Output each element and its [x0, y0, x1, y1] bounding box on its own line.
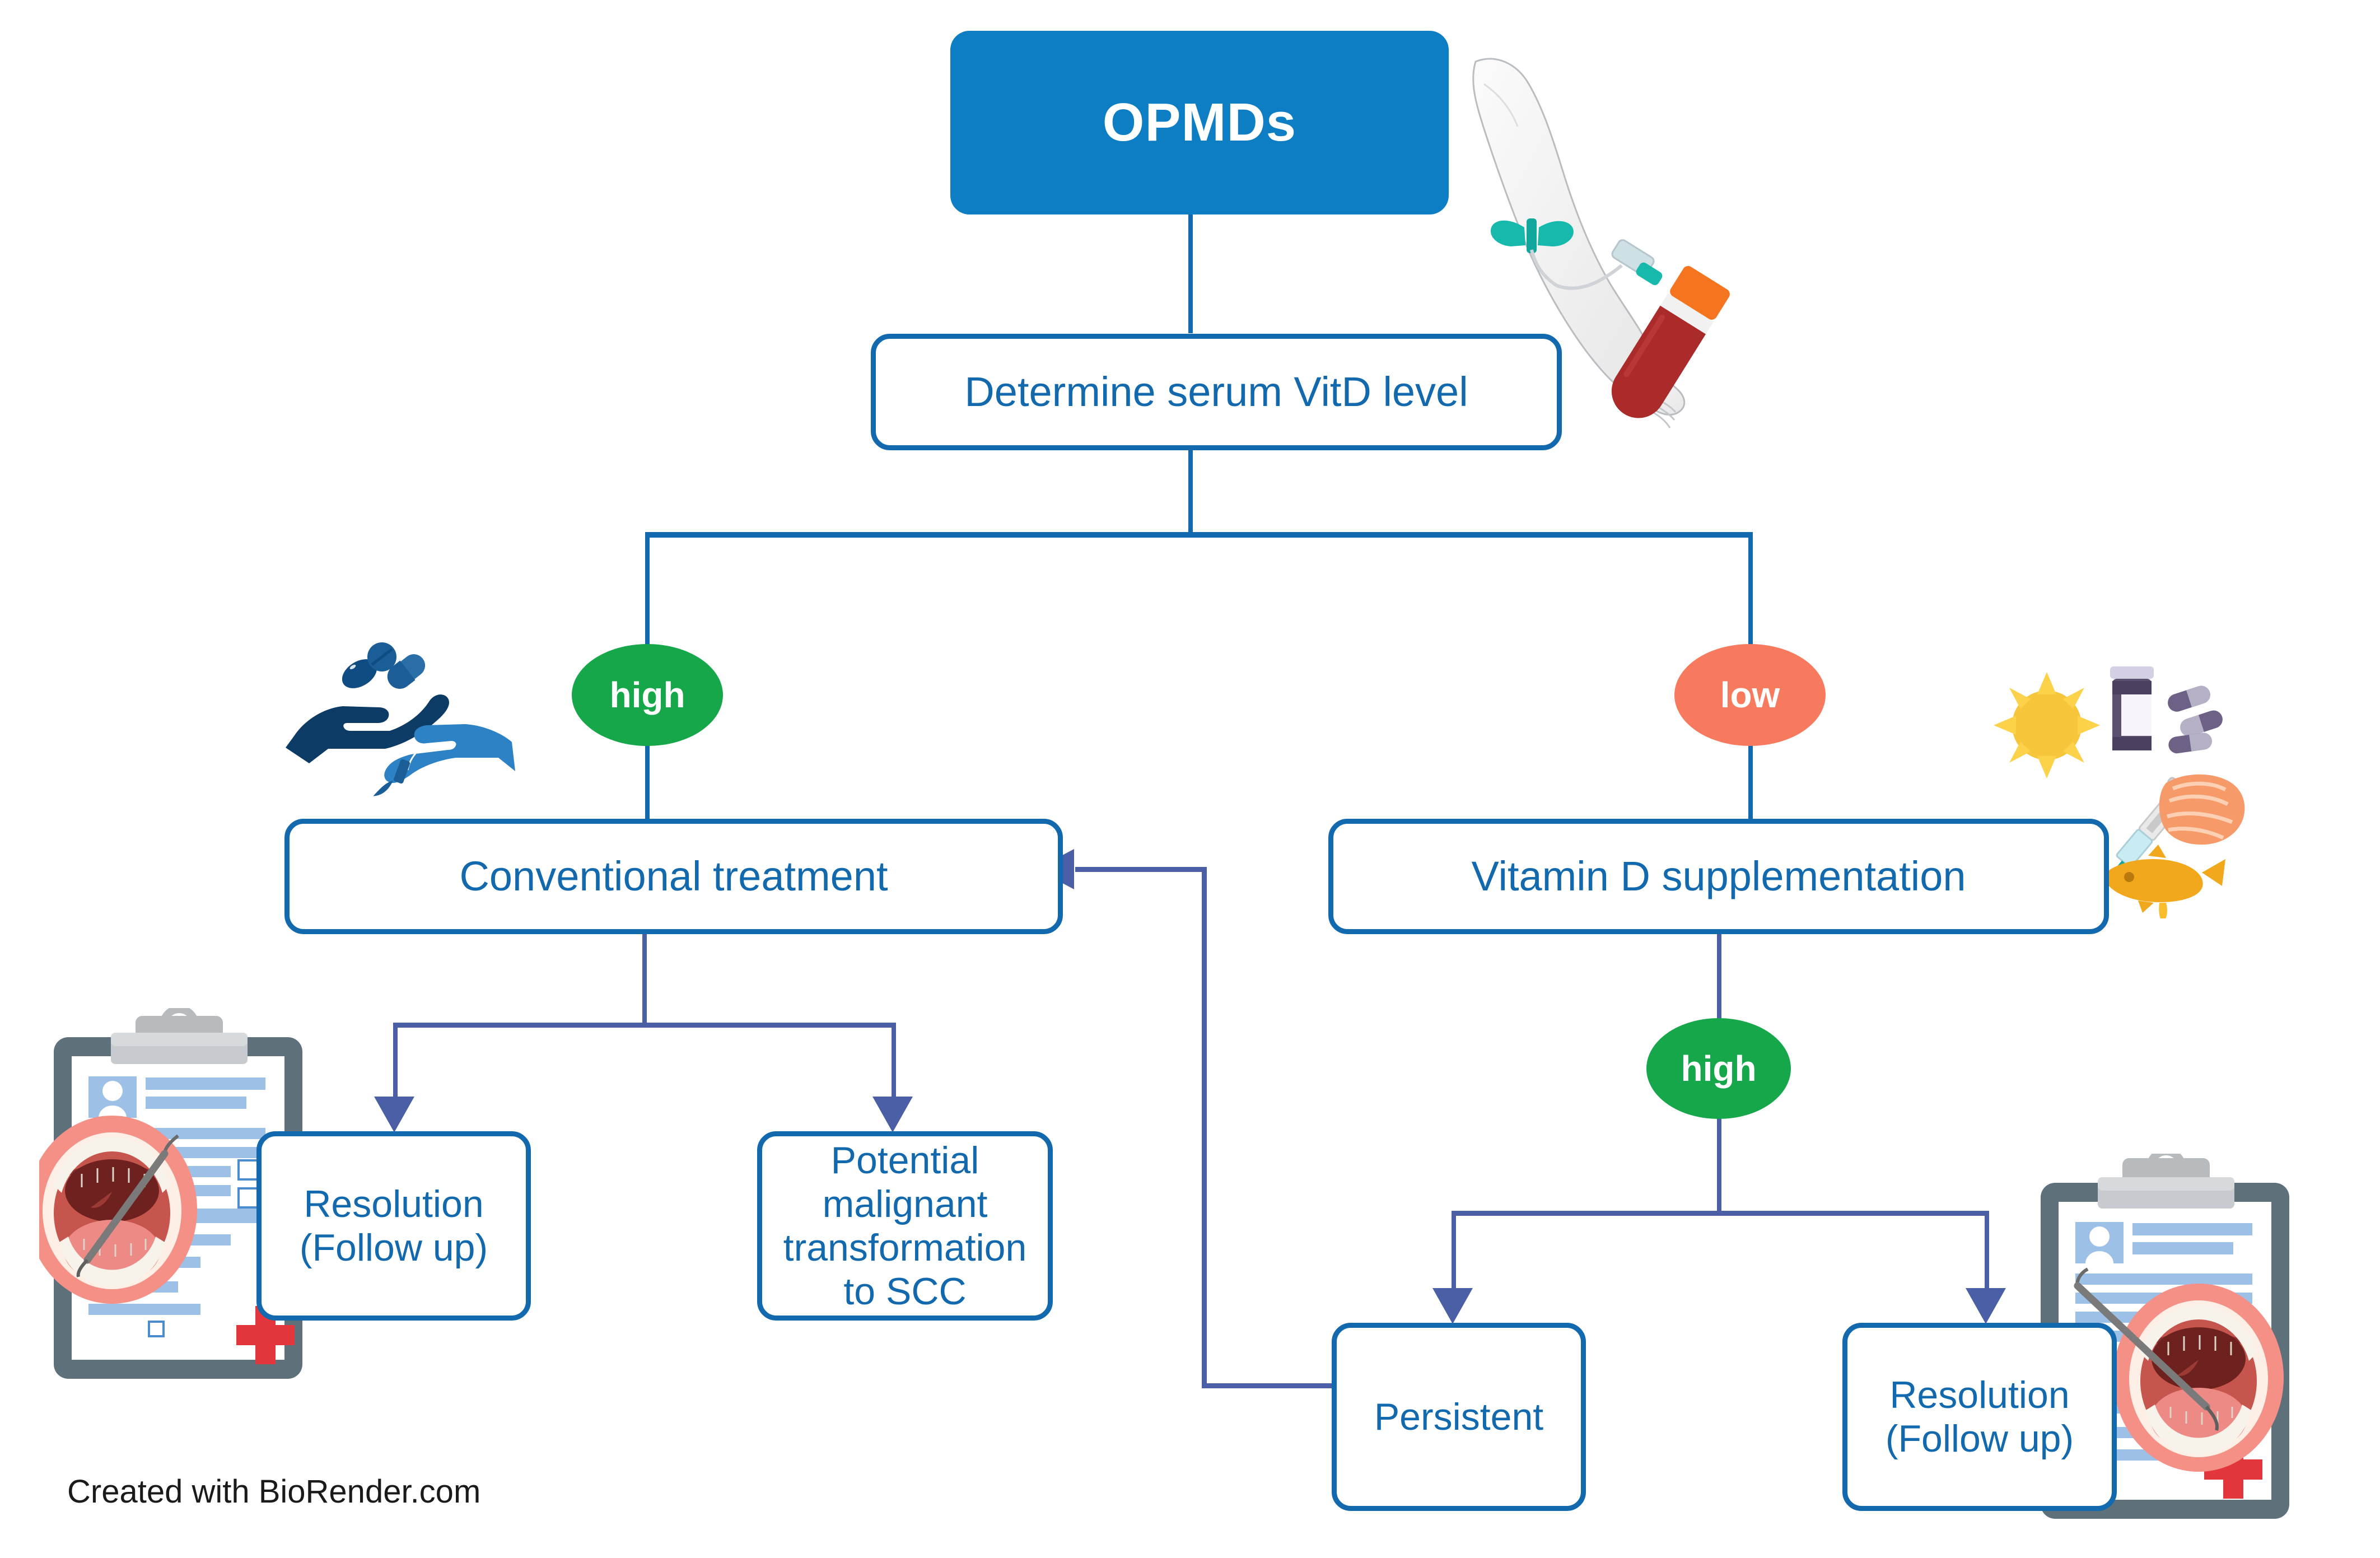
node-potential-malignant-transformation[interactable]: Potential malignant transformation to SC…: [757, 1131, 1053, 1321]
badge-high-label: high: [609, 675, 685, 715]
resolution-left-line1: Resolution: [304, 1182, 484, 1225]
connector-split-bar: [645, 532, 1753, 538]
node-resolution-left[interactable]: Resolution (Follow up): [256, 1131, 531, 1321]
connector-split-left-down: [645, 532, 650, 661]
connector-high2-branch-bar: [1452, 1211, 1989, 1216]
connector-opmds-to-determine: [1188, 213, 1193, 333]
malignant-line2: malignant: [822, 1182, 988, 1225]
badge-high-vitd[interactable]: high: [572, 644, 723, 746]
biorender-credit: Created with BioRender.com: [67, 1473, 481, 1510]
malignant-line4: to SCC: [843, 1270, 967, 1313]
connector-split-right-down: [1748, 532, 1753, 661]
node-persistent[interactable]: Persistent: [1332, 1323, 1586, 1511]
connector-low-to-supplementation: [1748, 745, 1753, 823]
connector-to-malignant: [892, 1023, 896, 1102]
feedback-vertical: [1202, 867, 1207, 1388]
feedback-horizontal-to-conventional: [1075, 867, 1205, 872]
badge-low-vitd[interactable]: low: [1674, 644, 1826, 746]
node-determine-label: Determine serum VitD level: [964, 368, 1468, 415]
feedback-persistent-left: [1202, 1383, 1334, 1388]
badge-high-after-supplementation[interactable]: high: [1646, 1018, 1791, 1119]
connector-determine-down: [1188, 449, 1193, 534]
malignant-line3: transformation: [783, 1226, 1027, 1269]
badge-low-label: low: [1720, 675, 1780, 715]
connector-conventional-down: [642, 933, 647, 1025]
node-resolution-right[interactable]: Resolution (Follow up): [1842, 1323, 2117, 1511]
connector-to-resolution-left: [393, 1023, 398, 1102]
badge-high2-label: high: [1681, 1048, 1757, 1089]
resolution-right-line2: (Follow up): [1885, 1417, 2074, 1460]
node-opmds[interactable]: OPMDs: [950, 31, 1449, 214]
connector-high-to-conventional: [645, 745, 650, 823]
dental-clipboard-open-mouth-icon: [39, 1008, 302, 1379]
resolution-left-line2: (Follow up): [299, 1226, 488, 1269]
node-conventional-treatment[interactable]: Conventional treatment: [284, 819, 1063, 934]
node-conventional-label: Conventional treatment: [459, 852, 888, 899]
connector-high2-down: [1717, 1118, 1721, 1213]
persistent-label: Persistent: [1374, 1395, 1544, 1438]
resolution-right-line1: Resolution: [1889, 1373, 2070, 1416]
connector-supplementation-to-high2: [1717, 933, 1721, 1030]
connector-conventional-branch-bar: [393, 1023, 896, 1028]
node-supplementation-label: Vitamin D supplementation: [1471, 852, 1966, 899]
connector-to-resolution-right: [1985, 1211, 1989, 1294]
blood-draw-arm-icon: [1472, 58, 1730, 428]
malignant-line1: Potential: [830, 1139, 979, 1182]
node-opmds-label: OPMDs: [1102, 92, 1297, 152]
node-determine-serum-vitd[interactable]: Determine serum VitD level: [871, 334, 1562, 450]
sun-pills-syringe-salmon-fishoil-icon: [1994, 666, 2245, 918]
hand-with-pills-and-scalpel-icon: [286, 642, 515, 796]
connector-to-persistent: [1452, 1211, 1456, 1294]
node-vitamin-d-supplementation[interactable]: Vitamin D supplementation: [1328, 819, 2109, 934]
